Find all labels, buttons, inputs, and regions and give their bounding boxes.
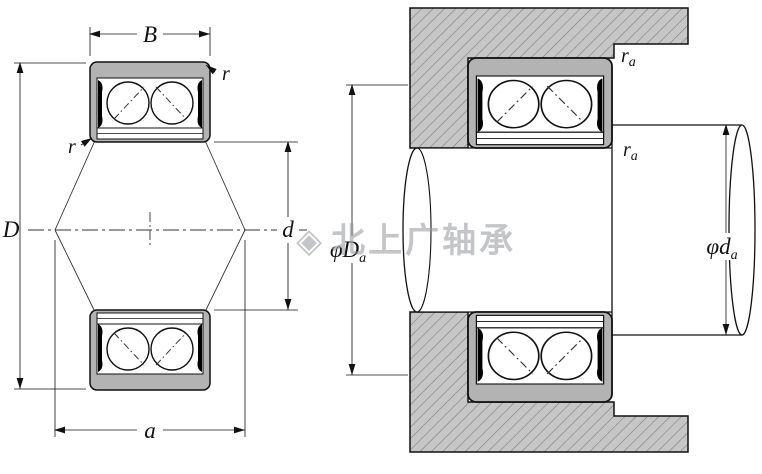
shaft-shoulder	[612, 125, 742, 335]
dim-label-d: d	[282, 217, 294, 242]
dimension-D	[14, 62, 86, 390]
dimension-Da	[346, 84, 408, 376]
contact-angle-lines	[54, 135, 246, 317]
dim-label-D: D	[2, 217, 20, 242]
bearing-mounted-top	[467, 57, 613, 149]
label-bg-Da	[323, 236, 375, 263]
dim-label-B: B	[143, 22, 157, 47]
watermark-text: 北上广轴承	[331, 221, 516, 261]
dim-label-a: a	[144, 418, 156, 443]
bearing-cross-section-bottom	[89, 309, 211, 391]
dim-label-ra-top: ra	[621, 45, 636, 70]
r-leader-top	[205, 64, 217, 75]
dim-label-r-top: r	[222, 63, 230, 85]
watermark-logo-icon: ◈	[296, 221, 325, 261]
bearing-mounted-bottom	[467, 311, 613, 403]
label-bg-d	[277, 217, 299, 243]
watermark: ◈北上广轴承	[296, 221, 516, 261]
shaft-end-ellipse	[728, 124, 756, 336]
label-bg-B	[137, 21, 163, 47]
label-bg-da	[700, 233, 746, 260]
dim-label-r-left: r	[68, 136, 76, 158]
right-view: φDa φda ra ra	[323, 7, 756, 453]
left-view: B D d a r r	[2, 21, 307, 443]
dim-label-da: φda	[706, 234, 737, 263]
dim-label-ra-mid: ra	[623, 139, 638, 164]
bearing-cross-section-top	[89, 61, 211, 143]
r-leader-left	[80, 137, 93, 147]
label-bg-a	[137, 417, 163, 443]
dim-label-Da: φDa	[330, 237, 366, 266]
shaft	[402, 124, 756, 336]
